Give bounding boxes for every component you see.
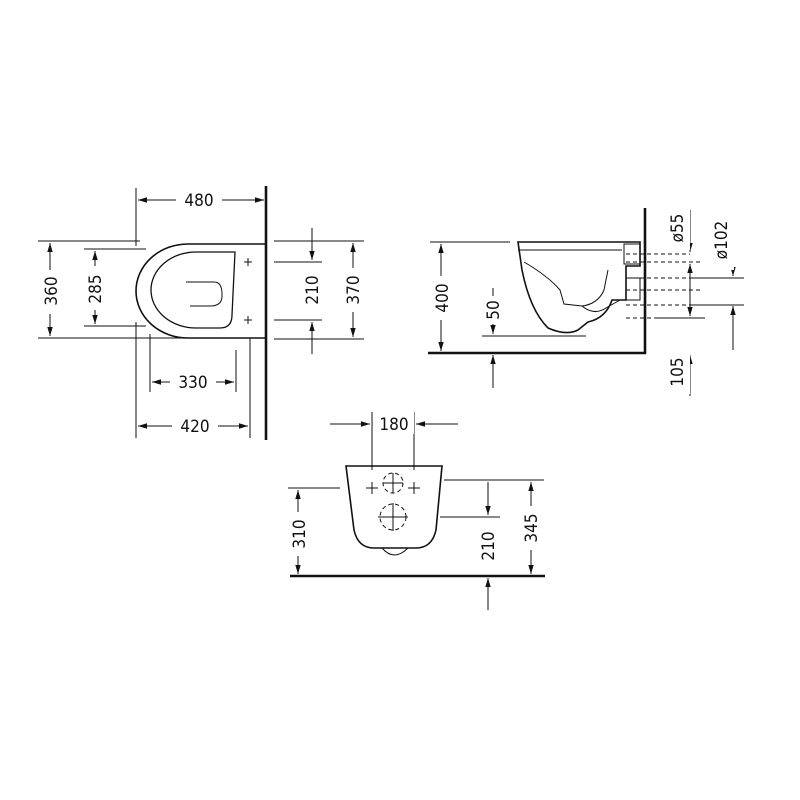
outlet-lip — [381, 547, 409, 556]
rear-view: 180 310 210 345 — [288, 412, 545, 610]
dim-285-label: 285 — [86, 274, 106, 303]
bowl-side-outline — [517, 241, 641, 334]
dim-345-label: 345 — [522, 513, 542, 542]
seat-detail — [186, 281, 223, 307]
label-bg — [712, 212, 734, 270]
pan-rear-outline — [345, 465, 443, 549]
label-bg — [374, 412, 414, 434]
side-view: 400 50 ø55 ø102 105 — [428, 206, 744, 396]
trap-inner — [523, 261, 609, 307]
dim-310-label: 310 — [290, 519, 310, 548]
label-bg — [668, 350, 690, 394]
bowl-opening — [150, 251, 236, 329]
label-bg — [288, 512, 310, 556]
label-bg — [84, 266, 106, 310]
crosshairs — [366, 473, 420, 531]
outlet-connector — [625, 277, 641, 301]
dim-400-label: 400 — [433, 283, 453, 312]
trap-outlet — [581, 299, 621, 312]
label-bg — [668, 206, 690, 250]
dim-o55-label: ø55 — [668, 214, 688, 243]
top-view: 480 360 285 210 370 330 — [38, 186, 364, 440]
label-bg — [520, 506, 542, 550]
dim-420-label: 420 — [180, 417, 209, 437]
label-bg — [482, 296, 504, 324]
dim-50-label: 50 — [484, 300, 504, 319]
dim-370-label: 370 — [344, 275, 364, 304]
label-bg — [172, 414, 218, 436]
label-bg — [40, 270, 62, 314]
dim-105-label: 105 — [668, 357, 688, 386]
dim-210-right-label: 210 — [303, 275, 323, 304]
dim-o102-label: ø102 — [712, 221, 732, 260]
dim-360-label: 360 — [42, 276, 62, 305]
label-bg — [430, 276, 452, 320]
label-bg — [300, 268, 322, 312]
label-bg — [176, 188, 222, 210]
label-bg — [170, 370, 216, 392]
dim-480-label: 480 — [184, 191, 213, 211]
label-bg — [342, 268, 364, 312]
bowl-outline — [135, 243, 266, 339]
fixing-marks — [244, 258, 252, 324]
dim-180-label: 180 — [379, 415, 408, 435]
dim-210-rear-label: 210 — [479, 531, 499, 560]
dim-330-label: 330 — [178, 373, 207, 393]
label-bg — [477, 524, 499, 568]
